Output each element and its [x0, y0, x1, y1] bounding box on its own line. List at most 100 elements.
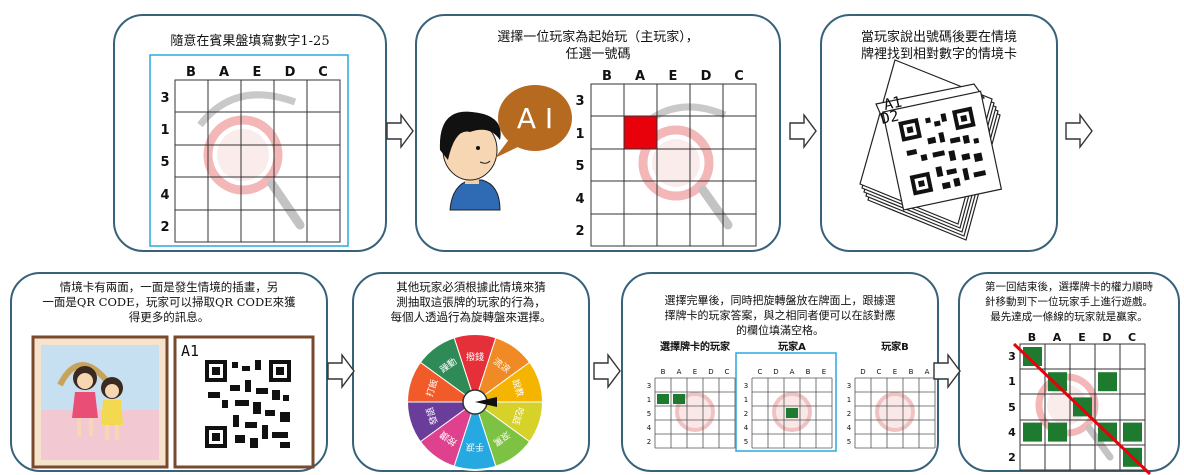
step-5-line-1: 其他玩家必須根據此情境來猜	[396, 280, 546, 294]
mini-row-label: 4	[847, 424, 852, 432]
mini-col-label: A	[790, 368, 795, 376]
filled-cell	[1048, 422, 1067, 442]
step-2-line-1: 選擇一位玩家為起始玩（主玩家），	[497, 30, 699, 45]
step-4-line-2: 一面是QR CODE，玩家可以掃取QR CODE來獲	[42, 295, 296, 309]
arrow-3-icon	[1065, 113, 1093, 149]
card-front-label: A1	[181, 342, 199, 360]
mini-col-label: C	[877, 368, 882, 376]
board1-col-b: B	[186, 65, 196, 80]
step-1-text: 隨意在賓果盤填寫數字1-25	[170, 34, 330, 49]
mini-row-label: 3	[744, 382, 748, 390]
mini-row-label: 2	[744, 410, 748, 418]
filled-cell	[1098, 372, 1117, 392]
mini-row-label: 1	[744, 396, 748, 404]
filled-cell	[657, 394, 669, 404]
mini-col-label: B	[661, 368, 666, 376]
behavior-wheel: 撥錢流淚說教吃話滾罵手淚按讚發語打飯躁動	[406, 333, 544, 471]
filled-cell	[1123, 422, 1142, 442]
wheel-pointer-icon	[475, 397, 497, 407]
board1-row-2: 2	[160, 220, 169, 235]
qr-code-2-icon	[205, 360, 291, 448]
arrow-6-icon	[933, 353, 961, 389]
board7-col-e: E	[1078, 331, 1086, 344]
step-6-caption: 選擇完畢後，同時把旋轉盤放在牌面上，跟據選 擇牌卡的玩家答案，與之相同者便可以在…	[628, 293, 932, 338]
board1-col-a: A	[219, 65, 229, 80]
filled-cell	[1023, 422, 1042, 442]
card-label-d2: D2	[879, 107, 900, 128]
mini-col-label: A	[925, 368, 930, 376]
board7-col-b: B	[1028, 331, 1036, 344]
board2-col-e: E	[669, 69, 678, 84]
mini-col-label: D	[773, 368, 778, 376]
arrow-2-icon	[789, 113, 817, 149]
mini-col-label: B	[909, 368, 914, 376]
arrow-1-icon	[386, 113, 414, 149]
girl-1-icon	[72, 366, 98, 436]
step-3-line-1: 當玩家說出號碼後要在情境	[860, 30, 1017, 45]
mini-col-label: C	[758, 368, 763, 376]
step-3-line-2: 牌裡找到相對數字的情境卡	[860, 47, 1017, 62]
step-4-line-1: 情境卡有兩面，一面是發生情境的插畫，另	[59, 280, 279, 294]
board7-row-1: 1	[1008, 375, 1016, 388]
filled-cell	[1073, 397, 1092, 417]
board2-row-5: 5	[575, 159, 584, 174]
card-label-a1: A1	[882, 93, 903, 114]
mini-row-label: 3	[647, 382, 651, 390]
step-6-line-2: 擇牌卡的玩家答案，與之相同者便可以在該對應	[664, 309, 896, 322]
qr-card: A1	[173, 335, 315, 469]
board7-row-3: 3	[1008, 350, 1016, 363]
mini-row-label: 3	[847, 382, 851, 390]
step-1-caption: 隨意在賓果盤填寫數字1-25	[120, 33, 380, 50]
filled-cell	[1048, 372, 1067, 392]
mini-col-label: E	[693, 368, 697, 376]
mini-col-label: A	[677, 368, 682, 376]
step-2-caption: 選擇一位玩家為起始玩（主玩家）， 任選一號碼	[430, 29, 766, 63]
board2-row-1: 1	[575, 127, 584, 142]
filled-cell	[673, 394, 685, 404]
board2-col-b: B	[602, 69, 612, 84]
board1-row-5: 5	[160, 155, 169, 170]
mini-row-label: 5	[647, 410, 651, 418]
board7-row-4: 4	[1008, 426, 1016, 439]
board2-col-c: C	[734, 69, 744, 84]
selected-cell-highlight	[624, 116, 657, 149]
board1-row-4: 4	[160, 188, 169, 203]
board2-row-4: 4	[575, 192, 584, 207]
speech-bubble: A I	[495, 85, 572, 158]
board7-col-d: D	[1102, 331, 1111, 344]
board7-row-2: 2	[1008, 451, 1016, 464]
step-7-line-1: 第一回結束後，選擇牌卡的權力順時	[985, 281, 1153, 293]
board7-col-c: C	[1128, 331, 1136, 344]
step-4-caption: 情境卡有兩面，一面是發生情境的插畫，另 一面是QR CODE，玩家可以掃取QR …	[20, 280, 318, 325]
mini-col-label: D	[860, 368, 865, 376]
mini-row-label: 2	[847, 410, 851, 418]
filled-cell	[1023, 347, 1042, 366]
winning-line	[1012, 342, 1152, 475]
board1-col-e: E	[253, 65, 262, 80]
step-7-line-3: 最先達成一條線的玩家就是贏家。	[990, 311, 1148, 323]
mini-board-title: 玩家B	[881, 340, 909, 353]
mini-row-label: 2	[647, 438, 651, 446]
step-6-line-1: 選擇完畢後，同時把旋轉盤放在牌面上，跟據選	[664, 294, 896, 307]
mini-row-label: 1	[647, 396, 651, 404]
board2-col-d: D	[701, 69, 712, 84]
mini-row-label: 1	[847, 396, 851, 404]
arrow-5-icon	[593, 353, 621, 389]
step-6-line-3: 的欄位填滿空格。	[736, 324, 824, 337]
speech-bubble-text: A I	[517, 102, 553, 135]
mini-col-label: B	[806, 368, 811, 376]
mini-row-label: 5	[744, 438, 748, 446]
person-icon	[439, 111, 501, 211]
step-7-line-2: 針移動到下一位玩家手上進行遊戲。	[985, 296, 1153, 308]
board1-row-1: 1	[160, 123, 169, 138]
mini-col-label: E	[893, 368, 897, 376]
wheel-label: 手淚	[466, 441, 484, 453]
